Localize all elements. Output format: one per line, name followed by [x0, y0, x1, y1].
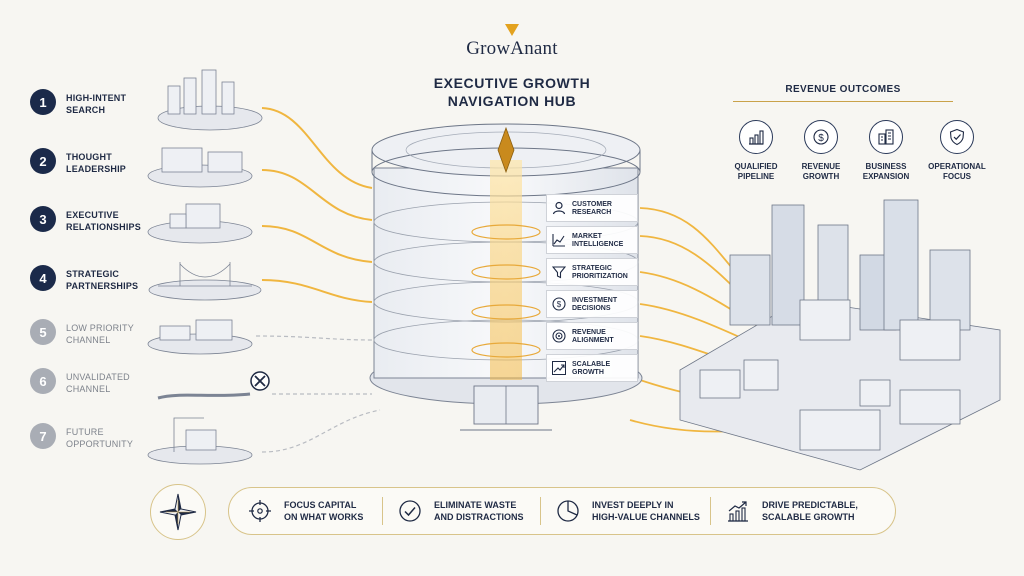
bar-chart-icon [739, 120, 773, 154]
channel-7-number: 7 [30, 423, 56, 449]
pie-chart-icon [554, 497, 582, 525]
principles-divider [540, 497, 541, 525]
shield-check-icon [940, 120, 974, 154]
target-icon [550, 327, 568, 345]
floor-revenue-alignment [546, 322, 638, 350]
compass-rose-icon [150, 484, 206, 540]
channel-1-number: 1 [30, 89, 56, 115]
connector-1 [261, 107, 373, 189]
connector-4 [261, 279, 373, 303]
floor-investment-decisions [546, 290, 638, 318]
principle-drive-growth: DRIVE PREDICTABLE,SCALABLE GROWTH [724, 497, 892, 525]
hub-title: EXECUTIVE GROWTH NAVIGATION HUB [433, 75, 591, 109]
channel-3-number: 3 [30, 206, 56, 232]
buildings-icon [869, 120, 903, 154]
check-circle-icon [396, 497, 424, 525]
revenue-outcomes-divider [733, 101, 953, 102]
channel-connectors [255, 107, 381, 453]
dollar-icon: $ [550, 295, 568, 313]
funnel-icon [550, 263, 568, 281]
revenue-outcomes-title: REVENUE OUTCOMES [785, 84, 901, 95]
growth-chart-icon [724, 497, 752, 525]
connector-5 [255, 335, 373, 341]
dollar-icon: $ [804, 120, 838, 154]
principles-divider [710, 497, 711, 525]
channel-2-number: 2 [30, 148, 56, 174]
connector-7 [261, 409, 381, 453]
city-illustration [679, 199, 1001, 471]
hub-compass-icon [497, 126, 515, 174]
channel-6-number: 6 [30, 368, 56, 394]
channel-illustrations [147, 69, 263, 465]
stop-marker-icon [250, 371, 270, 391]
brand-mark-icon [505, 24, 519, 36]
svg-text:$: $ [557, 300, 562, 309]
crosshair-icon [246, 497, 274, 525]
chart-icon [550, 231, 568, 249]
brand-logo: GrowAnant [420, 24, 604, 60]
svg-text:$: $ [818, 133, 824, 144]
principles-divider [382, 497, 383, 525]
brand-name: GrowAnant [466, 38, 558, 59]
growth-icon [550, 359, 568, 377]
channel-4-number: 4 [30, 265, 56, 291]
principles-bar [228, 487, 896, 535]
person-icon [550, 199, 568, 217]
connector-2 [261, 169, 373, 221]
channel-5-number: 5 [30, 319, 56, 345]
connector-3 [261, 225, 373, 263]
